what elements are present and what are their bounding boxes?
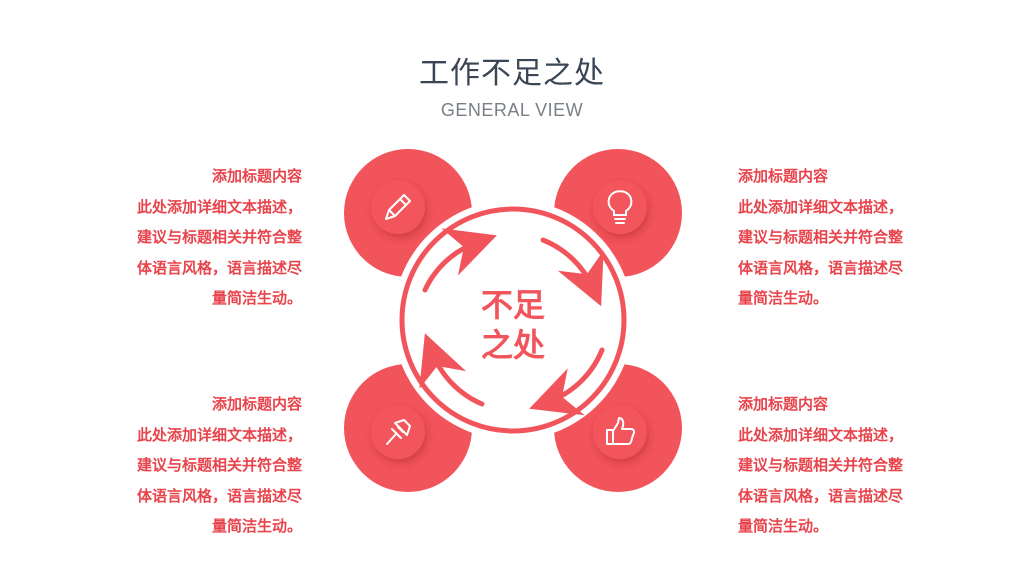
block-line: 量简洁生动。: [738, 289, 829, 307]
block-line: 此处添加详细文本描述，: [136, 425, 302, 444]
block-line: 体语言风格，语言描述尽: [738, 258, 904, 277]
block-line: 此处添加详细文本描述，: [738, 425, 904, 444]
arrow-top: [422, 228, 497, 293]
text-block-top-left: 添加标题内容 此处添加详细文本描述， 建议与标题相关并符合整 体语言风格，语言描…: [72, 161, 302, 314]
block-line: 此处添加详细文本描述，: [136, 197, 302, 216]
text-block-bottom-left: 添加标题内容 此处添加详细文本描述， 建议与标题相关并符合整 体语言风格，语言描…: [72, 389, 302, 542]
arrow-bottom: [529, 347, 605, 416]
block-line: 建议与标题相关并符合整: [136, 228, 302, 246]
block-line: 此处添加详细文本描述，: [738, 197, 904, 216]
pushpin-icon: [386, 419, 411, 445]
text-block-top-right: 添加标题内容 此处添加详细文本描述， 建议与标题相关并符合整 体语言风格，语言描…: [738, 161, 968, 314]
block-line: 体语言风格，语言描述尽: [738, 486, 904, 505]
arrow-right: [540, 237, 604, 307]
block-heading: 添加标题内容: [211, 167, 302, 185]
block-line: 量简洁生动。: [211, 517, 302, 535]
node-top-right: [593, 180, 647, 234]
arrow-left: [419, 333, 485, 407]
block-line: 量简洁生动。: [211, 289, 302, 307]
block-line: 建议与标题相关并符合整: [136, 456, 302, 474]
block-line: 量简洁生动。: [738, 517, 829, 535]
node-bottom-left: [371, 405, 425, 459]
block-heading: 添加标题内容: [738, 167, 829, 185]
cycle-arrows: [419, 228, 605, 416]
center-label-line-1: 不足: [481, 286, 545, 324]
text-block-bottom-right: 添加标题内容 此处添加详细文本描述， 建议与标题相关并符合整 体语言风格，语言描…: [738, 389, 968, 542]
thumbs-up-icon: [606, 417, 636, 445]
pencil-icon: [385, 194, 411, 220]
lightbulb-icon: [607, 190, 633, 224]
block-heading: 添加标题内容: [738, 395, 829, 413]
block-line: 建议与标题相关并符合整: [738, 228, 904, 246]
node-top-left: [371, 180, 425, 234]
center-ring: [399, 206, 627, 434]
node-bottom-right: [593, 405, 647, 459]
block-line: 体语言风格，语言描述尽: [136, 486, 302, 505]
page-subtitle: GENERAL VIEW: [440, 100, 584, 120]
page-title: 工作不足之处: [419, 56, 605, 91]
block-line: 建议与标题相关并符合整: [738, 456, 904, 474]
center-label-line-2: 之处: [481, 326, 545, 364]
block-line: 体语言风格，语言描述尽: [136, 258, 302, 277]
block-heading: 添加标题内容: [211, 395, 302, 413]
